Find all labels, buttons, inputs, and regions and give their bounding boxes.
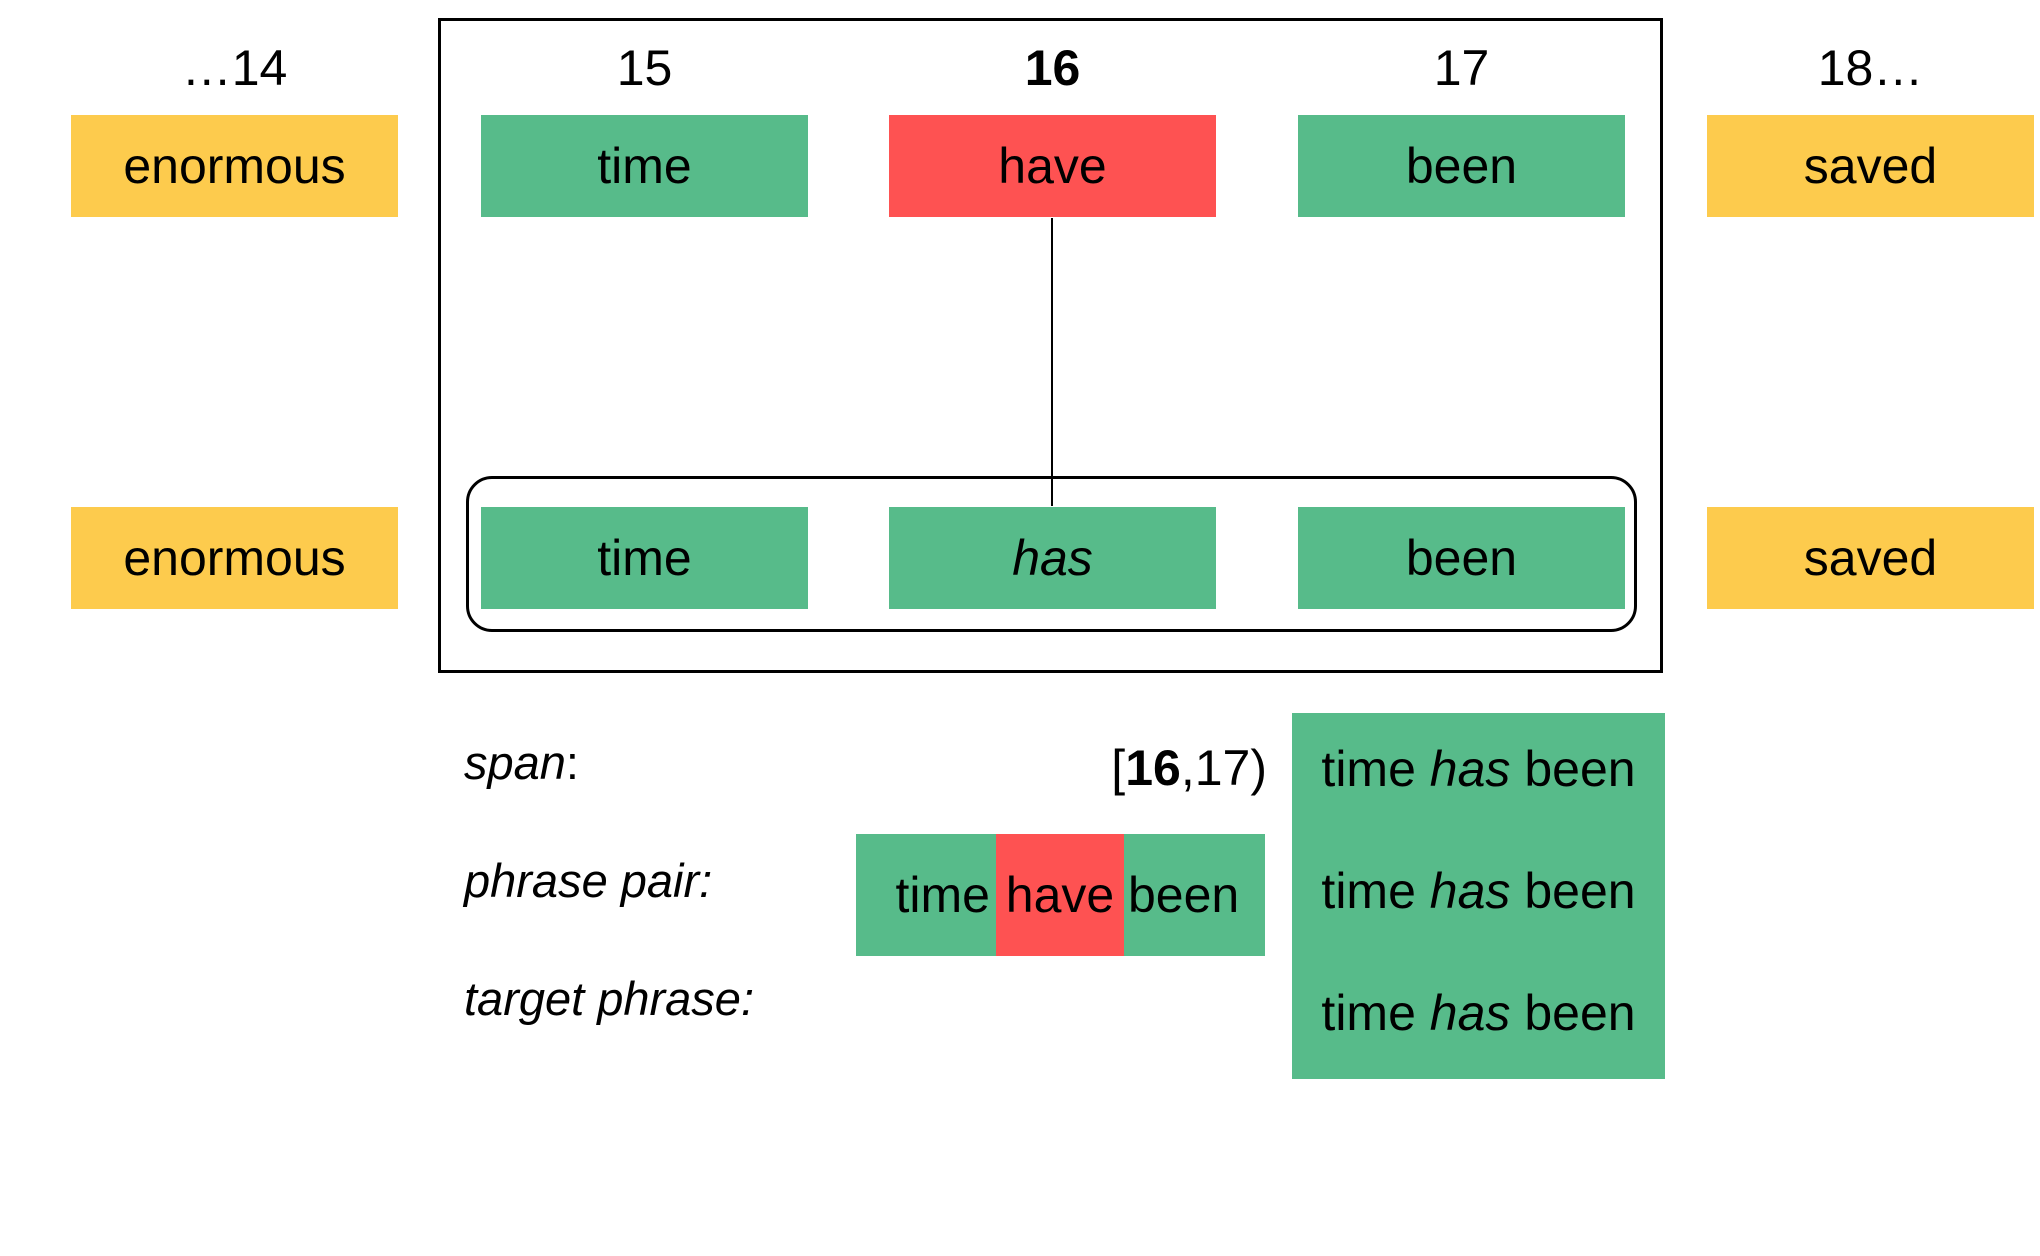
source-token-15: time xyxy=(481,115,808,217)
target-phrase-1-word-1: time xyxy=(1321,741,1416,797)
target-phrase-box xyxy=(1292,713,1665,1079)
source-token-16: have xyxy=(889,115,1216,217)
target-token-right: saved xyxy=(1707,507,2034,609)
target-phrase-line-1: time has been xyxy=(1292,741,1665,797)
position-17: 17 xyxy=(1433,40,1490,96)
source-token-left: enormous xyxy=(71,115,398,217)
phrase-pair-word-3: been xyxy=(1124,834,1265,956)
phrase-pair-label: phrase pair: xyxy=(464,854,713,907)
span-end: 17 xyxy=(1194,740,1251,796)
span-start: 16 xyxy=(1125,740,1181,796)
target-phrase-1-word-2: has xyxy=(1429,741,1511,797)
span-label-colon: : xyxy=(565,736,579,789)
position-14: …14 xyxy=(181,40,288,96)
target-token-16: has xyxy=(889,507,1216,609)
target-phrase-1-word-3: been xyxy=(1524,741,1636,797)
span-close: ) xyxy=(1250,740,1267,796)
target-phrase-3-word-2: has xyxy=(1429,985,1511,1041)
target-phrase-label: target phrase: xyxy=(464,972,755,1025)
alignment-line xyxy=(1051,218,1053,506)
span-sep: , xyxy=(1180,740,1195,796)
span-open: [ xyxy=(1111,740,1126,796)
position-15: 15 xyxy=(616,40,673,96)
window-frame xyxy=(438,18,1663,673)
source-token-right: saved xyxy=(1707,115,2034,217)
phrase-pair-word-2: have xyxy=(996,834,1124,956)
position-18: 18… xyxy=(1817,40,1924,96)
target-phrase-line-2: time has been xyxy=(1292,863,1665,919)
target-phrase-2-word-3: been xyxy=(1524,863,1636,919)
target-token-15: time xyxy=(481,507,808,609)
target-phrase-3-word-1: time xyxy=(1321,985,1416,1041)
target-phrase-3-word-3: been xyxy=(1524,985,1636,1041)
span-label: span: xyxy=(464,735,579,791)
target-phrase-2-word-2: has xyxy=(1429,863,1511,919)
target-token-17: been xyxy=(1298,507,1625,609)
target-phrase-line-3: time has been xyxy=(1292,985,1665,1041)
source-token-17: been xyxy=(1298,115,1625,217)
target-phrase-2-word-1: time xyxy=(1321,863,1416,919)
position-16: 16 xyxy=(1024,40,1081,96)
target-token-left: enormous xyxy=(71,507,398,609)
span-value: [16,17) xyxy=(1090,740,1267,796)
span-label-text: span xyxy=(464,736,566,789)
phrase-pair-word-1: time xyxy=(856,834,996,956)
target-phrase-frame xyxy=(466,476,1637,632)
